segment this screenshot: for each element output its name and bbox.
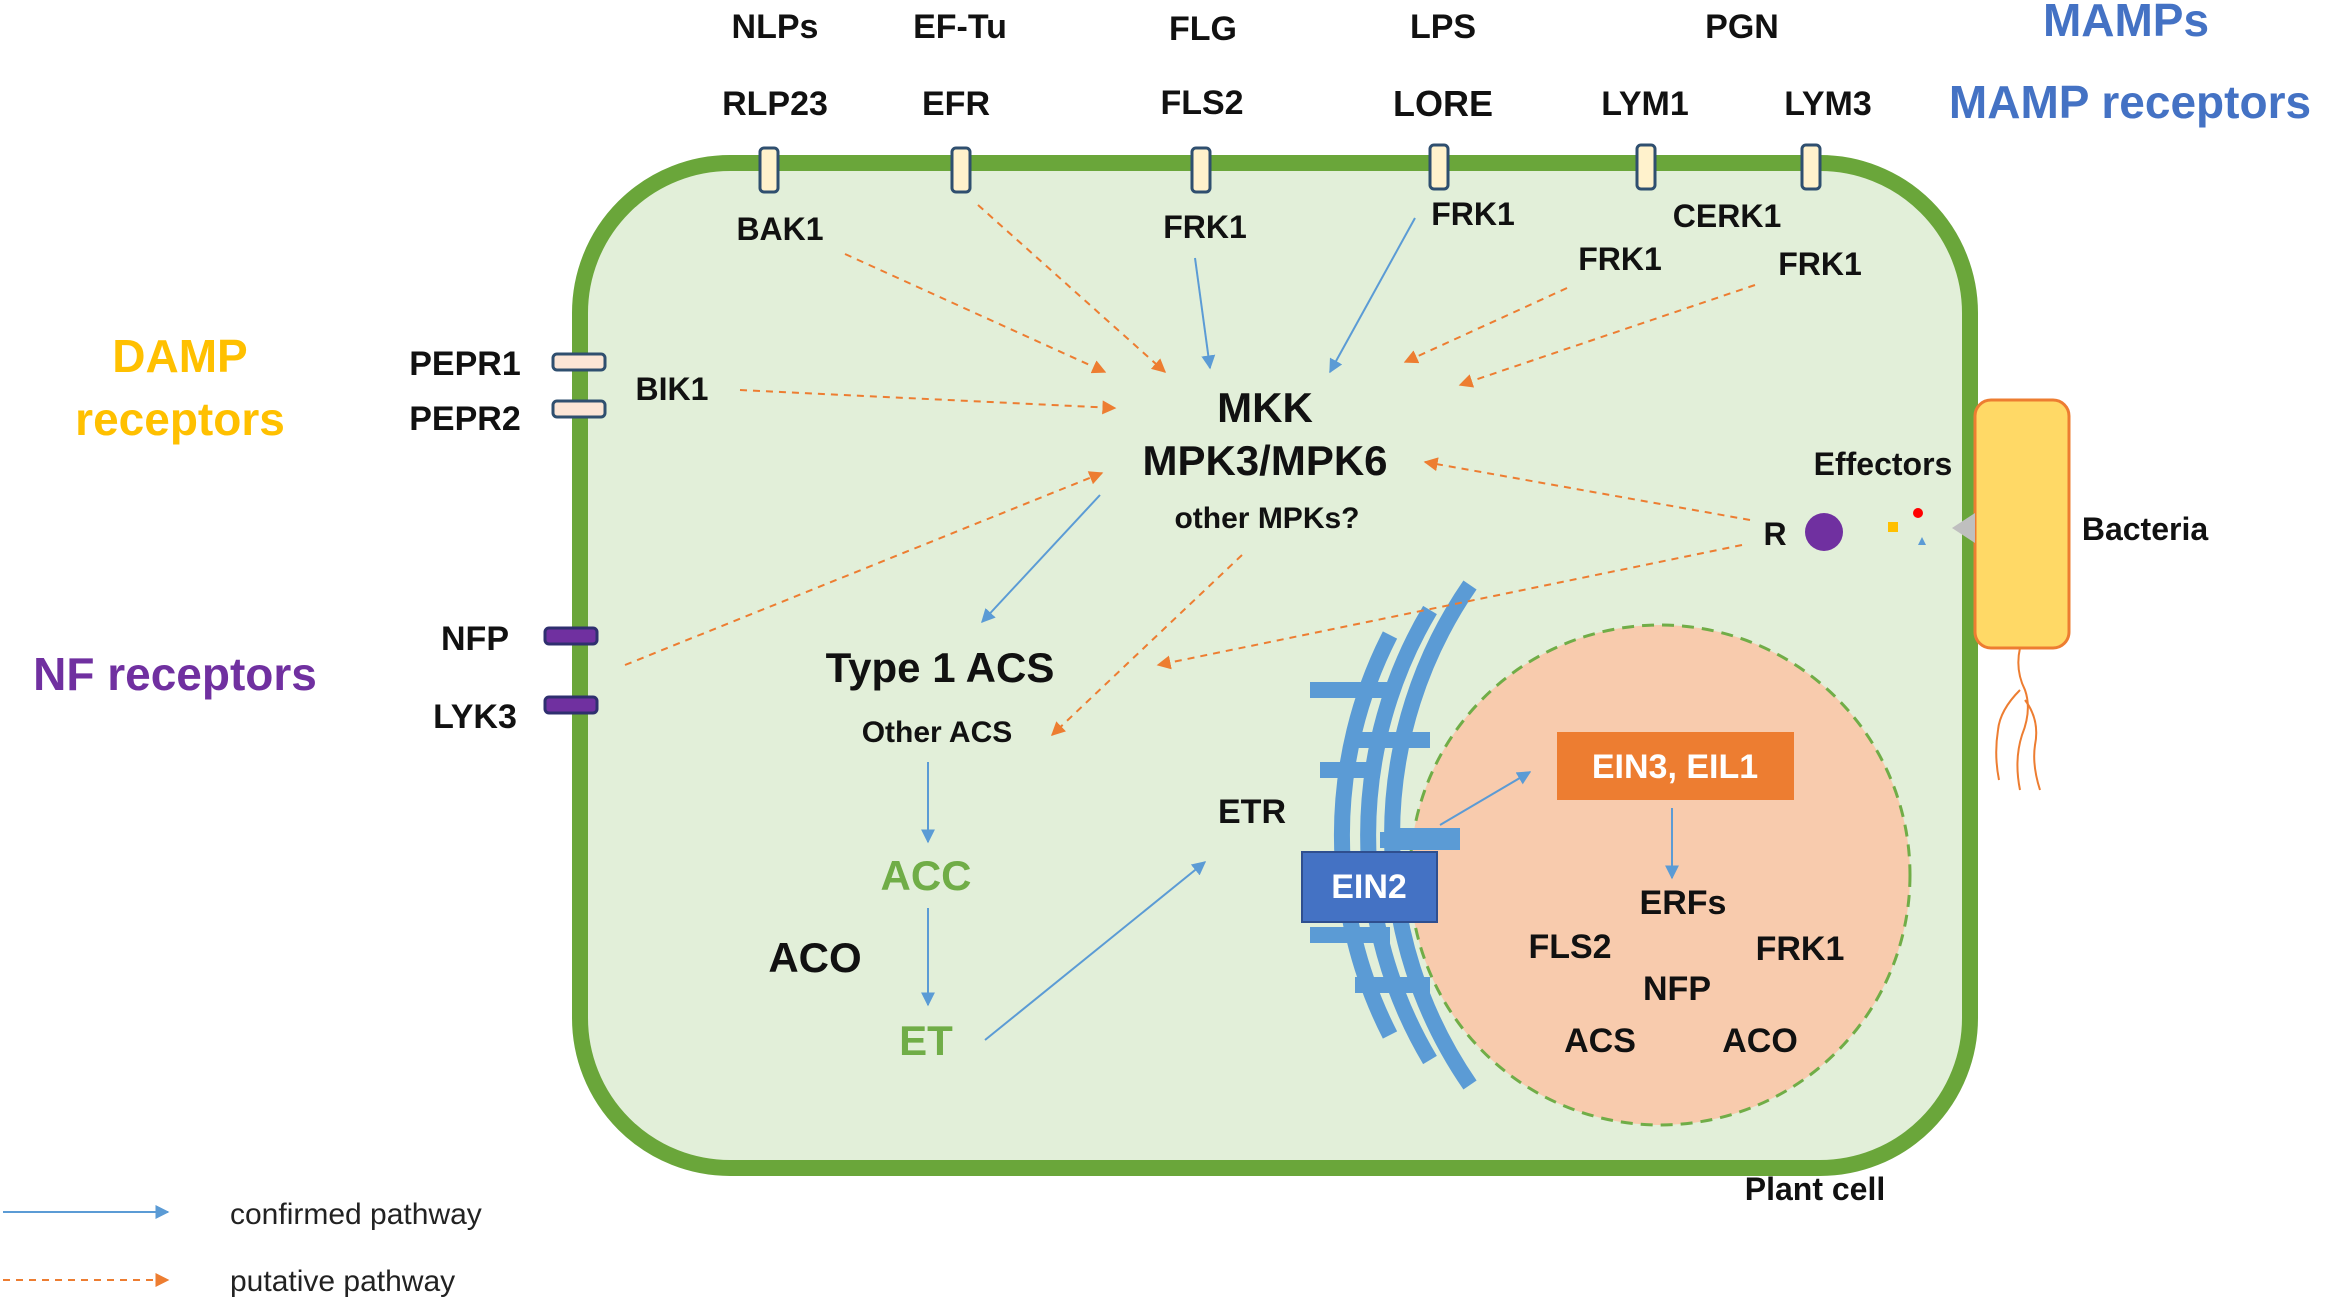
ligand-pgn: PGN [1705, 8, 1779, 46]
label-frk1-lore: FRK1 [1431, 196, 1515, 232]
label-erfs: ERFs [1640, 884, 1727, 922]
ligand-nlps: NLPs [732, 8, 819, 46]
label-mpk36: MPK3/MPK6 [1142, 437, 1387, 484]
ligand-eftu: EF-Tu [913, 8, 1007, 46]
heading-nf-receptors: NF receptors [33, 648, 317, 700]
arrow-r-to-type1acs [1156, 544, 1743, 670]
label-mkk: MKK [1217, 384, 1313, 431]
arrow-efr-to-mkk [977, 204, 1167, 373]
arrow-lym1-frk1-to-mkk [1403, 287, 1568, 364]
lym3-channel [1800, 143, 1822, 191]
ein2-anchor [1400, 828, 1460, 850]
heading-mamps: MAMPs [2043, 0, 2209, 46]
label-r: R [1763, 516, 1786, 552]
label-frk1-lym1: FRK1 [1578, 241, 1662, 277]
arrow-et-to-etr [984, 861, 1207, 1041]
damp-receptor-channels [551, 352, 607, 419]
r-protein [1805, 513, 1843, 551]
label-other-acs: Other ACS [862, 716, 1013, 749]
pepr1-channel [551, 352, 607, 372]
arrow-bak1-to-mkk [844, 253, 1107, 374]
lyk3-channel [543, 695, 599, 715]
receptor-lore: LORE [1393, 83, 1493, 124]
ein3-box [1557, 732, 1794, 800]
label-lyk3: LYK3 [433, 698, 517, 736]
arrow-frk1-to-mkk [1194, 257, 1216, 370]
receptor-lym3: LYM3 [1784, 85, 1872, 123]
label-other-mpks: other MPKs? [1174, 502, 1359, 535]
heading-damp-line1: DAMP [112, 330, 247, 382]
legend-putative-text: putative pathway [230, 1265, 455, 1298]
arrow-ein2-to-ein3 [1439, 771, 1532, 826]
label-type1-acs: Type 1 ACS [826, 644, 1055, 691]
nucleus [1408, 623, 1912, 1127]
label-pepr2: PEPR2 [409, 400, 521, 438]
arrow-mpk-to-type1acs [981, 494, 1101, 624]
label-aco: ACO [768, 934, 861, 981]
label-plant-cell: Plant cell [1745, 1171, 1886, 1207]
label-ein2: EIN2 [1331, 868, 1407, 906]
heading-damp-line2: receptors [75, 393, 285, 445]
label-et: ET [899, 1017, 953, 1064]
heading-mamp-receptors: MAMP receptors [1949, 76, 2311, 128]
mamp-receptor-channels [758, 143, 1822, 194]
effector-square [1888, 522, 1898, 532]
receptor-fls2: FLS2 [1160, 84, 1243, 122]
legend-confirmed-text: confirmed pathway [230, 1198, 482, 1231]
label-cerk1: CERK1 [1673, 198, 1781, 234]
bacteria-body [1973, 398, 2071, 650]
label-bacteria: Bacteria [2082, 511, 2209, 547]
efr-channel [950, 146, 972, 194]
confirmed-arrows [921, 217, 1679, 1041]
receptor-rlp23: RLP23 [722, 85, 828, 123]
label-nfp: NFP [441, 620, 509, 658]
effector-triangle [1918, 537, 1926, 545]
ligand-flg: FLG [1169, 10, 1237, 48]
label-frk1-fls2: FRK1 [1163, 209, 1247, 245]
label-nuc-fls2: FLS2 [1528, 928, 1611, 966]
ligand-lps: LPS [1410, 8, 1476, 46]
label-pepr1: PEPR1 [409, 345, 521, 383]
arrow-lore-frk1-to-mkk [1329, 217, 1416, 374]
receptor-efr: EFR [922, 85, 990, 123]
label-bak1: BAK1 [736, 211, 823, 247]
label-etr: ETR [1218, 793, 1286, 831]
lore-channel [1428, 143, 1450, 191]
putative-arrows [624, 204, 1756, 736]
nfp-channel [543, 626, 599, 646]
nf-receptor-channels [543, 626, 599, 715]
label-effectors: Effectors [1814, 446, 1953, 482]
label-nuc-nfp: NFP [1643, 970, 1711, 1008]
secretion-needle [1952, 513, 1975, 543]
endoplasmic-reticulum [1310, 580, 1477, 1090]
rlp23-channel [758, 146, 780, 194]
label-nuc-acs: ACS [1564, 1022, 1636, 1060]
arrow-othermpks-to-otheracs [1050, 554, 1243, 736]
effector-circle [1913, 508, 1923, 518]
arrow-r-to-mpk [1423, 457, 1751, 521]
receptor-lym1: LYM1 [1601, 85, 1689, 123]
bacteria-flagella [1995, 647, 2041, 791]
fls2-channel [1190, 146, 1212, 194]
label-ein3: EIN3, EIL1 [1592, 748, 1758, 786]
lym1-channel [1635, 143, 1657, 191]
label-bik1: BIK1 [636, 371, 709, 407]
label-acc: ACC [881, 852, 972, 899]
pepr2-channel [551, 399, 607, 419]
label-nuc-aco: ACO [1722, 1022, 1798, 1060]
ein2-box [1301, 851, 1438, 923]
label-frk1-lym3: FRK1 [1778, 246, 1862, 282]
label-nuc-frk1: FRK1 [1756, 930, 1845, 968]
arrow-bik1-to-mkk [739, 389, 1117, 415]
